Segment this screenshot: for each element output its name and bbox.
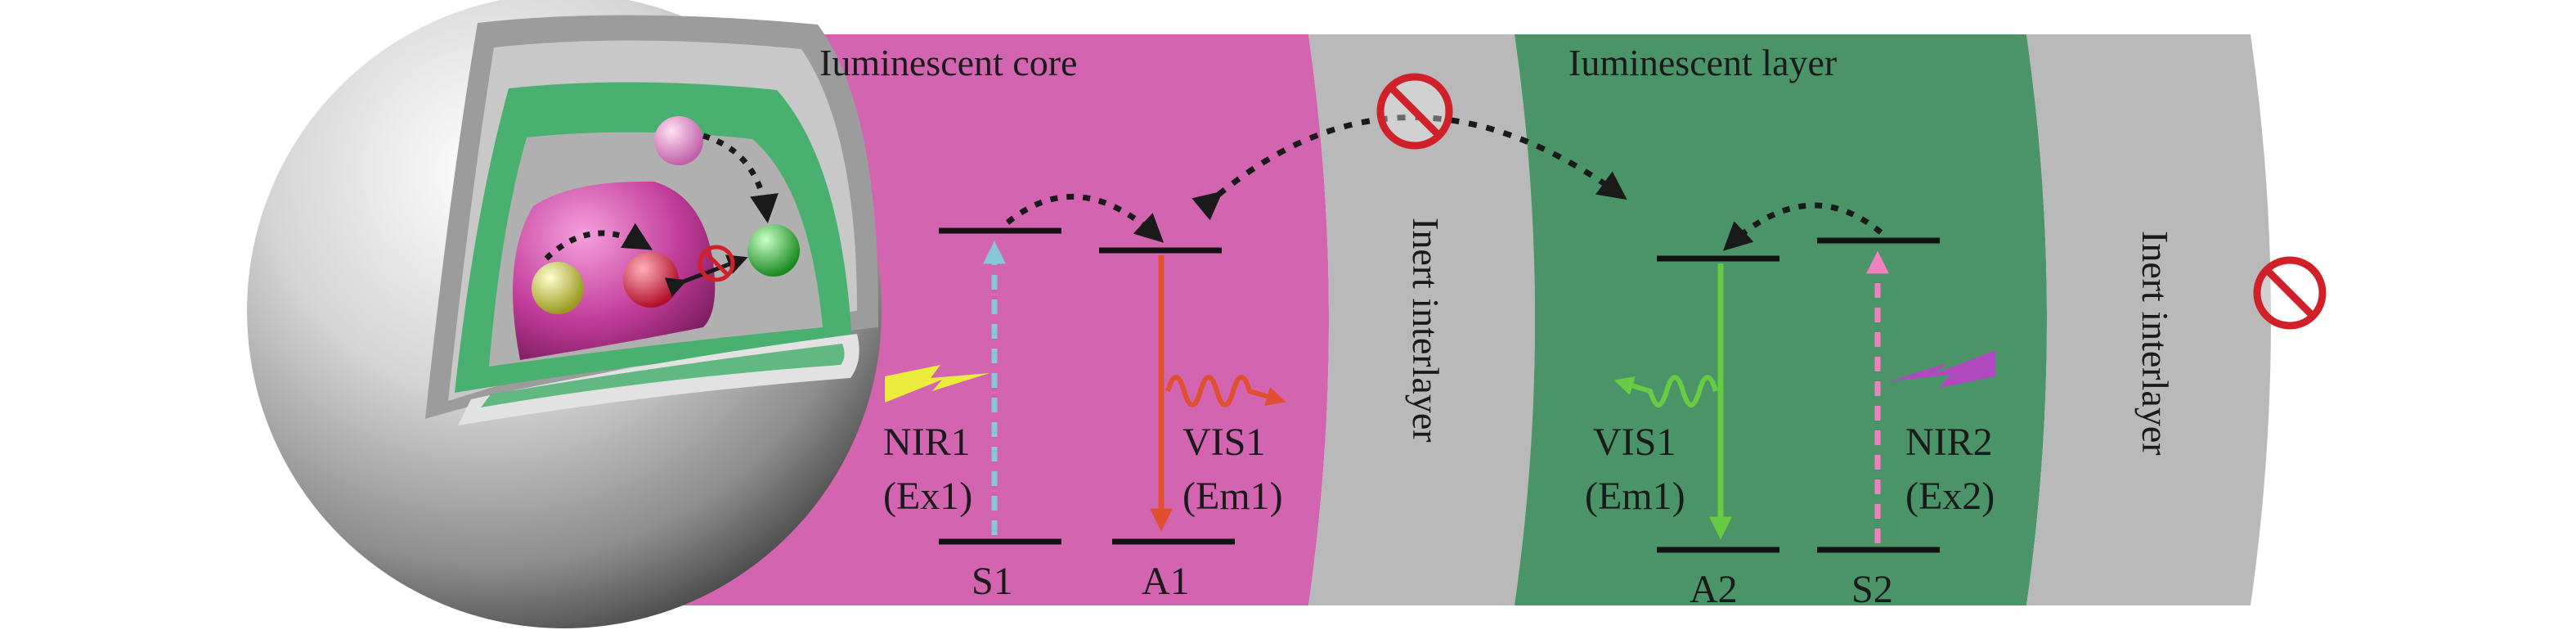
core-emission-name: VIS1 — [1183, 421, 1265, 464]
layer-emission-code: (Em1) — [1585, 475, 1685, 518]
no-entry-icon — [1376, 73, 1453, 150]
core-energy-diagram: NIR1 (Ex1) VIS1 (Em1) S1 A1 — [883, 193, 1286, 603]
layer-excitation-code: (Ex2) — [1905, 475, 1995, 518]
layer-energy-diagram: VIS1 (Em1) NIR2 (Ex2) A2 S2 — [1585, 202, 1995, 611]
core-sensitizer-ion — [532, 262, 584, 314]
a2-label: A2 — [1690, 568, 1738, 611]
wavy-arrow-icon — [1613, 375, 1718, 407]
core-hemisphere — [513, 181, 716, 360]
inert-interlayer-1-label: Inert interlayer — [1405, 218, 1447, 443]
layer-emission-name: VIS1 — [1593, 421, 1676, 464]
layer-title: Iuminescent layer — [1568, 42, 1837, 83]
lightning-icon — [885, 365, 990, 403]
a1-label: A1 — [1142, 560, 1190, 603]
region-bands — [671, 34, 2271, 605]
wavy-arrow-icon — [1165, 375, 1286, 407]
s2-label: S2 — [1851, 568, 1893, 611]
cutaway-floor-band — [481, 344, 845, 407]
no-entry-icon — [698, 245, 735, 282]
layer-activator-ion — [747, 224, 800, 277]
layer-sensitizer-ion — [654, 116, 703, 165]
core-excitation-code: (Ex1) — [883, 475, 972, 518]
blocked-transfer — [1192, 73, 2327, 330]
nanoparticle-cutaway — [247, 0, 882, 628]
layer-excitation-name: NIR2 — [1905, 421, 1993, 464]
layer-energy-transfer-arrow — [1722, 202, 1883, 251]
inert-interlayer-2-region — [2026, 34, 2271, 605]
no-entry-icon — [2253, 256, 2327, 330]
core-activator-ion — [623, 252, 679, 308]
core-excitation-name: NIR1 — [883, 421, 971, 464]
inert-interlayer-2-label: Inert interlayer — [2134, 231, 2176, 456]
core-emission-code: (Em1) — [1183, 475, 1283, 518]
core-title: Iuminescent core — [819, 42, 1077, 83]
s1-label: S1 — [972, 560, 1013, 603]
region-titles: Iuminescent core Iuminescent layer Inert… — [819, 42, 2176, 456]
core-energy-transfer-arrow — [1005, 193, 1165, 243]
lightning-icon — [1889, 350, 1995, 388]
luminescent-layer-region — [1515, 34, 2047, 605]
